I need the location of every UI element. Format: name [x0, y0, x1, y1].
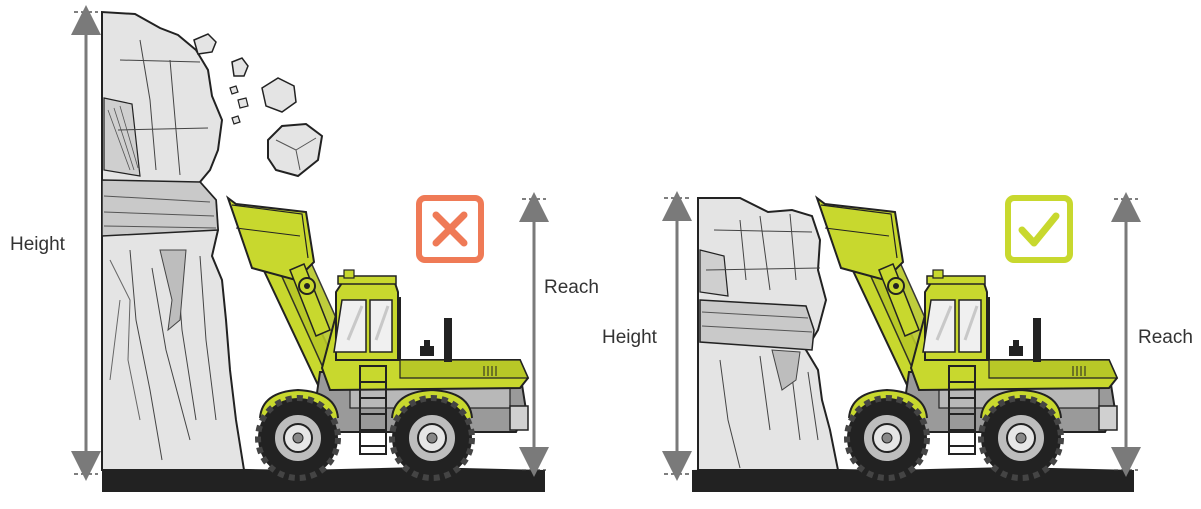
height-label-right: Height: [602, 327, 658, 348]
cross-icon: [416, 195, 484, 263]
height-label-left: Height: [10, 234, 66, 255]
right-panel: Height Reach: [602, 191, 1193, 492]
rock-face-tall: [101, 10, 246, 471]
rock-face-short: [697, 197, 840, 471]
left-panel: Height Reach: [10, 4, 599, 492]
reach-label-right: Reach: [1138, 327, 1193, 348]
reach-label-left: Reach: [544, 277, 599, 298]
check-icon: [1005, 195, 1073, 263]
falling-rocks: [193, 33, 324, 178]
